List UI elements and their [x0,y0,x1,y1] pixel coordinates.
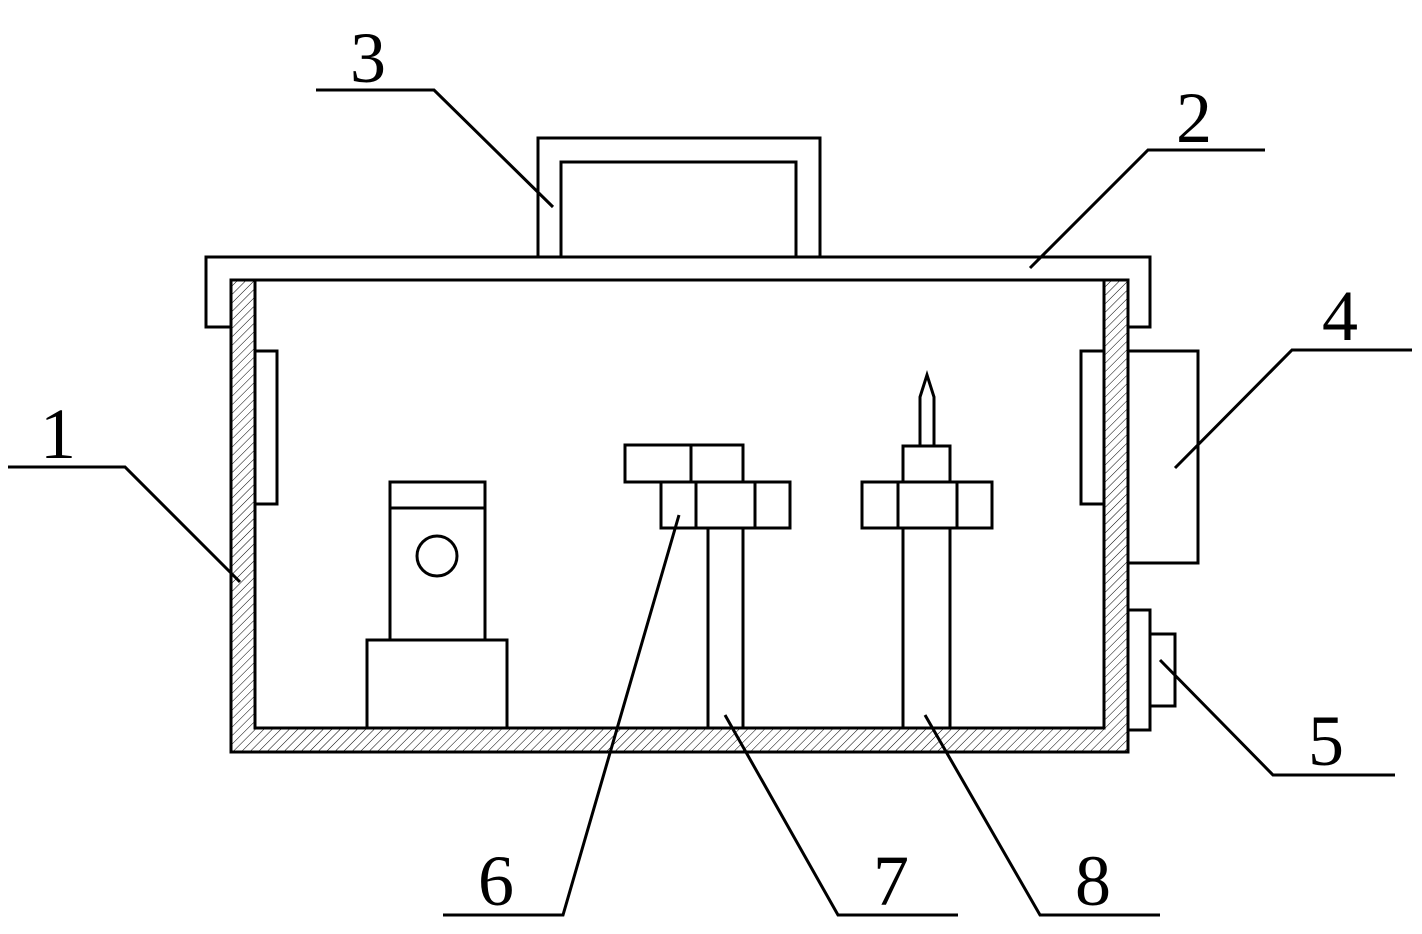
left-inner-plate [255,351,277,504]
label-2: 2 [1176,78,1212,158]
label-7: 7 [873,841,909,921]
label-8: 8 [1075,841,1111,921]
label-5: 5 [1308,701,1344,781]
probe-assembly [862,375,992,728]
handle [538,138,820,257]
label-1: 1 [40,394,76,474]
base-component [367,482,507,728]
clamp-assembly [625,445,790,728]
label-4: 4 [1322,276,1358,356]
right-inner-plate [1081,351,1104,504]
label-6: 6 [478,841,514,921]
label-3: 3 [350,18,386,98]
lid [206,257,1150,327]
